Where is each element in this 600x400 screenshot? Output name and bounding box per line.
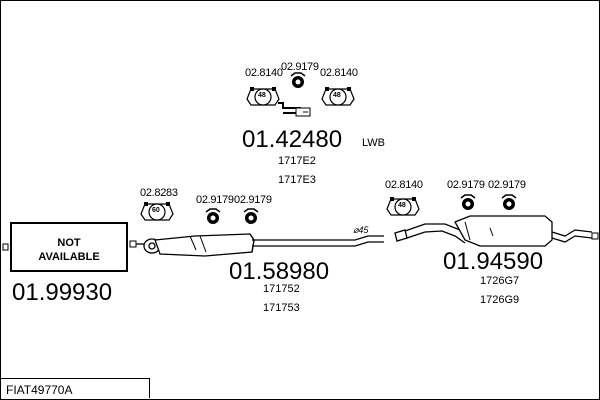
fitting-code-top-left-clamp: 02.8140 [245, 67, 283, 79]
sub-code: 171752 [263, 283, 300, 295]
center-silencer[interactable] [136, 233, 384, 257]
sub-code: 171753 [263, 302, 300, 314]
fitting-code-rear-clamp: 02.8140 [385, 179, 423, 191]
clamp-size-top-right: 48 [333, 92, 341, 99]
fitting-code-top-right-clamp: 02.8140 [320, 67, 358, 79]
fitting-code-rear-mount-2: 02.9179 [488, 179, 526, 191]
center-front-marker [129, 240, 137, 248]
top-mount-icon[interactable] [290, 72, 306, 88]
sub-code: 1717E2 [278, 155, 316, 167]
sub-code: 1726G9 [480, 294, 520, 306]
model-code-box: FIAT49770A [1, 378, 150, 398]
rear-mount-icon-1[interactable] [460, 194, 476, 210]
fitting-code-mid-mount-1: 02.9179 [196, 194, 234, 206]
pipe-diameter-label: ⌀45 [353, 225, 369, 235]
fitting-code-mid-clamp: 02.8283 [140, 187, 178, 199]
rear-mount-icon-2[interactable] [501, 194, 517, 210]
rear-silencer[interactable] [394, 215, 593, 247]
top-left-clamp-icon[interactable] [246, 87, 280, 106]
clamp-size-mid: 60 [152, 207, 160, 214]
part-number-center[interactable]: 01.58980 [229, 258, 330, 285]
top-pipe-assembly[interactable] [278, 102, 311, 117]
fitting-code-rear-mount-1: 02.9179 [447, 179, 485, 191]
sub-code: 1717E3 [278, 174, 316, 186]
rear-end-marker [591, 232, 599, 240]
fitting-code-mid-mount-2: 02.9179 [234, 194, 272, 206]
front-end-marker [2, 243, 9, 251]
mid-mount-icon-2[interactable] [243, 208, 259, 224]
clamp-size-rear: 48 [398, 202, 406, 209]
part-number-rear[interactable]: 01.94590 [443, 248, 544, 275]
part-number-top-pipe[interactable]: 01.42480 [242, 126, 343, 153]
not-available-line2: AVAILABLE [38, 251, 100, 263]
sub-code: 1726G7 [480, 275, 520, 287]
mid-clamp-icon[interactable] [140, 202, 174, 221]
not-available-box: NOT AVAILABLE [10, 222, 128, 272]
not-available-line1: NOT [57, 237, 81, 249]
part-number-front[interactable]: 01.99930 [12, 279, 113, 306]
mid-mount-icon-1[interactable] [205, 208, 221, 224]
clamp-size-top-left: 48 [258, 92, 266, 99]
top-right-clamp-icon[interactable] [321, 87, 355, 106]
top-pipe-variant-label: LWB [362, 137, 386, 149]
model-code: FIAT49770A [6, 383, 73, 397]
fitting-code-top-mount: 02.9179 [281, 61, 319, 73]
rear-clamp-icon[interactable] [386, 197, 420, 216]
